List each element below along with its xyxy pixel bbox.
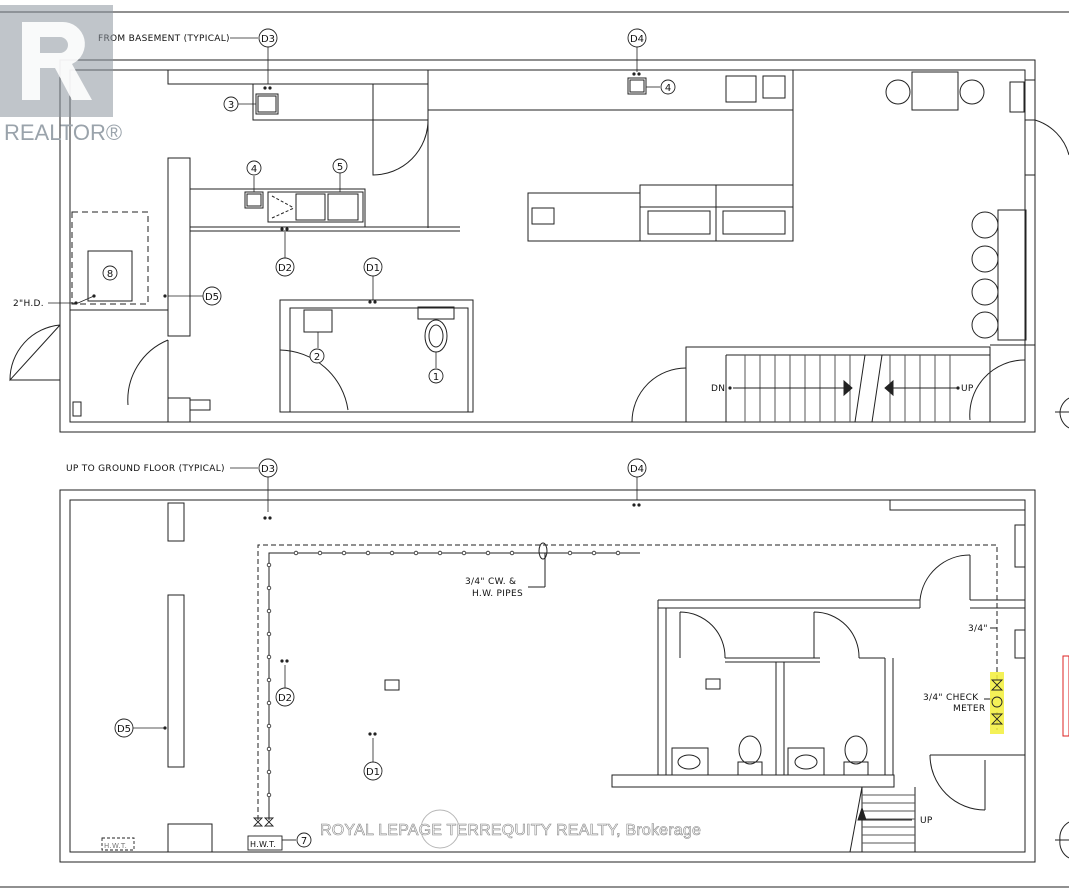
tag-8-label: 8	[107, 269, 113, 280]
hwt-small-label: H.W.T.	[104, 842, 127, 850]
tag-1	[428, 368, 444, 384]
tag-d3-ground	[258, 28, 278, 48]
ground-floor-tags	[102, 28, 676, 384]
tag-4-top	[660, 79, 676, 95]
tag-7-label: 7	[301, 836, 307, 847]
check-meter-symbol	[990, 672, 1004, 734]
tag-d5-ground	[202, 286, 222, 306]
tag-d4-ground-label: D4	[630, 34, 644, 45]
tag-3-label: 3	[228, 100, 234, 111]
pipes-label-line2: H.W. PIPES	[472, 589, 523, 599]
tag-d1-basement-label: D1	[366, 767, 380, 778]
tag-5-label: 5	[337, 162, 343, 173]
ground-floor-plan	[9, 59, 1069, 433]
tag-d4-basement-label: D4	[630, 464, 644, 475]
tag-d4-basement	[627, 458, 647, 478]
brokerage-watermark: ROYAL LEPAGE TERREQUITY REALTY, Brokerag…	[320, 809, 701, 849]
tag-d2-ground-label: D2	[278, 263, 292, 274]
three-quarter-label: 3/4"	[968, 624, 988, 634]
pipe-markers	[266, 550, 621, 798]
hwt-label: H.W.T.	[250, 840, 276, 849]
tag-d5-basement	[114, 718, 134, 738]
tag-8	[102, 265, 118, 281]
tag-d3-ground-label: D3	[261, 34, 275, 45]
tag-5	[332, 158, 348, 174]
basement-up-label: UP	[920, 816, 933, 826]
up-to-ground-label: UP TO GROUND FLOOR (TYPICAL)	[66, 464, 225, 474]
tag-1-label: 1	[433, 372, 439, 383]
tag-d2-basement	[275, 687, 295, 707]
tag-d2-ground	[275, 257, 295, 277]
tag-d3-basement	[258, 458, 278, 478]
tag-d1-ground-label: D1	[366, 263, 380, 274]
stairs-up-label: UP	[961, 384, 974, 394]
hd-label: 2"H.D.	[13, 299, 44, 309]
tag-d4-ground	[627, 28, 647, 48]
realtor-logo-text: REALTOR®	[4, 120, 122, 145]
check-meter-line1: 3/4" CHECK	[923, 693, 979, 703]
tag-4-sink	[246, 160, 262, 176]
tag-d1-ground	[363, 257, 383, 277]
tag-2-label: 2	[314, 352, 320, 363]
tag-4-top-label: 4	[665, 83, 671, 94]
tag-d3-basement-label: D3	[261, 464, 275, 475]
tag-d2-basement-label: D2	[278, 693, 292, 704]
basement-plan	[59, 489, 1069, 863]
tag-2	[309, 348, 325, 364]
from-basement-label: FROM BASEMENT (TYPICAL)	[98, 34, 230, 44]
check-meter-line2: METER	[953, 704, 985, 714]
tag-4-sink-label: 4	[251, 164, 257, 175]
brokerage-watermark-text: ROYAL LEPAGE TERREQUITY REALTY, Brokerag…	[320, 822, 701, 839]
tag-d1-basement	[363, 761, 383, 781]
pipes-label-line1: 3/4" CW. &	[465, 577, 516, 587]
stairs-dn-label: DN	[711, 384, 725, 394]
realtor-logo: REALTOR®	[0, 5, 122, 145]
tag-7	[296, 832, 312, 848]
basement-tags	[114, 458, 647, 848]
tag-d5-ground-label: D5	[205, 292, 219, 303]
tag-3	[223, 96, 239, 112]
tag-d5-basement-label: D5	[117, 724, 131, 735]
